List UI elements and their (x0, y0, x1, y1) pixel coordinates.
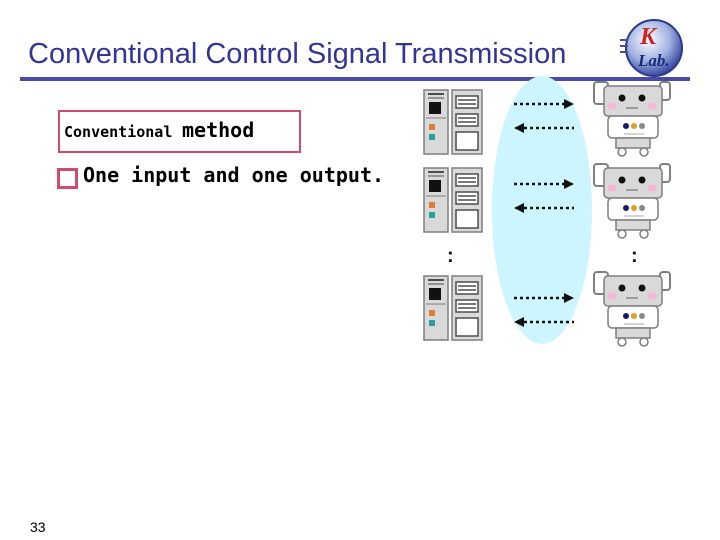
method-box (58, 110, 301, 153)
slide-title: Conventional Control Signal Transmission (28, 38, 567, 70)
page-number: 33 (30, 519, 46, 535)
method-label-small: Conventional (64, 123, 173, 141)
computer-3 (419, 273, 487, 345)
method-label: Conventional method (64, 118, 254, 142)
method-label-large: method (182, 118, 255, 142)
channel-ellipse (492, 76, 592, 344)
k-lab-logo: K Lab. (620, 19, 683, 77)
robot-ellipsis: : (631, 245, 638, 267)
logo-lab-text: Lab. (637, 51, 670, 70)
computer-2 (419, 165, 487, 237)
computer-1 (419, 87, 487, 159)
bullet-checkbox-icon (57, 168, 78, 189)
robot-1 (593, 81, 671, 157)
bullet-text: One input and one output. (83, 163, 385, 187)
title-underline (20, 77, 690, 81)
robot-3 (593, 271, 671, 347)
logo-letter: K (639, 24, 658, 50)
robot-2 (593, 163, 671, 239)
computer-ellipsis: : (447, 245, 454, 267)
